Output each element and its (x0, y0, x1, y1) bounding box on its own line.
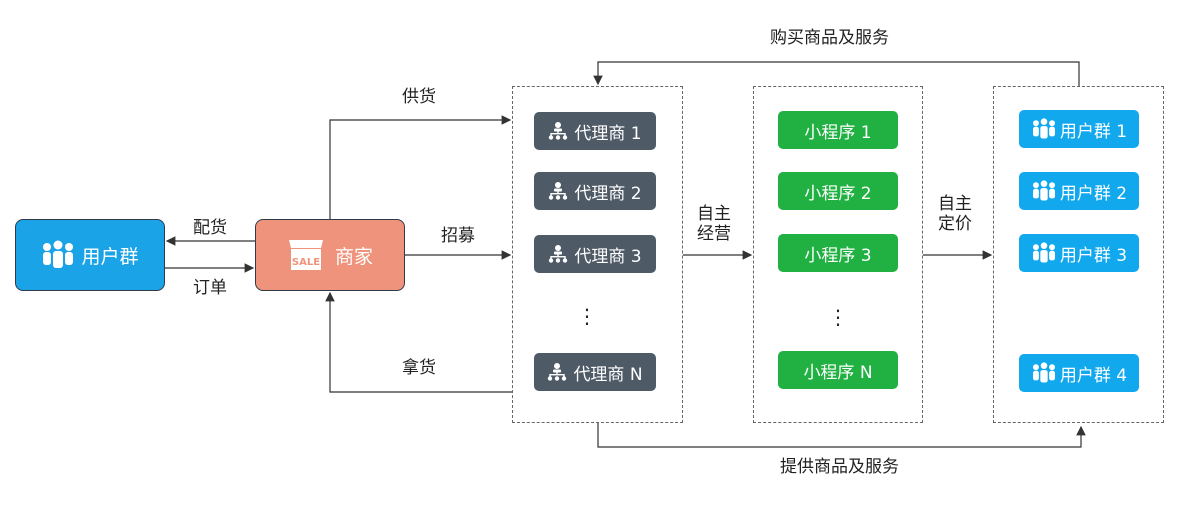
agent-node-1: 代理商 1 (534, 112, 656, 150)
mini-program-node-n: 小程序 N (778, 351, 898, 389)
user-group-label: 用户群 2 (1059, 183, 1128, 204)
agent-node-n: 代理商 N (534, 353, 656, 391)
mini-programs-container (753, 86, 923, 423)
org-chart-icon (547, 363, 567, 381)
label-deliver: 配货 (193, 218, 227, 238)
buy-arrow (593, 61, 1080, 86)
user-group-label: 用户群 (81, 245, 139, 268)
agent-label: 代理商 2 (574, 183, 642, 204)
mini-program-label: 小程序 3 (804, 245, 872, 266)
user-groups-container (993, 86, 1164, 423)
user-group-node: 用户群 (15, 219, 165, 291)
supply-arrow (329, 115, 512, 219)
label-top-buy: 购买商品及服务 (770, 28, 889, 48)
label-self-price-line1: 自主 (938, 194, 972, 214)
user-group-node-2: 用户群 2 (1019, 172, 1139, 210)
mini-program-label: 小程序 2 (804, 183, 872, 204)
label-order: 订单 (193, 278, 227, 298)
pickup-arrow (325, 291, 512, 393)
label-supply: 供货 (402, 87, 436, 107)
people-icon (1031, 242, 1057, 264)
label-self-operate-line1: 自主 (697, 204, 731, 224)
mini-program-label: 小程序 N (803, 362, 873, 383)
people-icon (1031, 362, 1057, 384)
sale-sign-text: SALE (292, 257, 320, 268)
label-recruit: 招募 (441, 226, 475, 246)
user-group-label: 用户群 1 (1059, 121, 1128, 142)
agents-container (512, 86, 683, 423)
agent-node-2: 代理商 2 (534, 172, 656, 210)
label-pickup: 拿货 (402, 358, 436, 378)
label-self-operate: 自主 经营 (697, 204, 731, 244)
provide-arrow (597, 423, 1086, 448)
user-group-node-3: 用户群 3 (1019, 234, 1139, 272)
label-self-price: 自主 定价 (938, 194, 972, 234)
org-chart-icon (548, 245, 568, 263)
agent-label: 代理商 1 (574, 123, 642, 144)
user-group-label: 用户群 4 (1059, 365, 1128, 386)
label-bottom-provide: 提供商品及服务 (780, 457, 899, 477)
mini-program-node-1: 小程序 1 (778, 111, 898, 149)
org-chart-icon (548, 122, 568, 140)
merchant-node: SALE 商家 (255, 219, 405, 291)
label-self-price-line2: 定价 (938, 214, 972, 234)
mini-program-node-2: 小程序 2 (778, 172, 898, 210)
people-icon (41, 240, 75, 270)
agent-label: 代理商 N (573, 364, 643, 385)
agents-ellipsis: ⋮ (577, 304, 597, 328)
people-icon (1031, 118, 1057, 140)
label-self-operate-line2: 经营 (697, 224, 731, 244)
merchant-label: 商家 (334, 245, 373, 268)
agent-label: 代理商 3 (574, 246, 642, 267)
org-chart-icon (548, 182, 568, 200)
mini-program-node-3: 小程序 3 (778, 234, 898, 272)
agent-node-3: 代理商 3 (534, 235, 656, 273)
mini-program-label: 小程序 1 (804, 122, 872, 143)
user-group-label: 用户群 3 (1059, 245, 1128, 266)
shop-sale-icon: SALE (287, 238, 325, 272)
user-group-node-4: 用户群 4 (1019, 354, 1139, 392)
mini-programs-ellipsis: ⋮ (828, 305, 848, 329)
user-group-node-1: 用户群 1 (1019, 110, 1139, 148)
people-icon (1031, 180, 1057, 202)
